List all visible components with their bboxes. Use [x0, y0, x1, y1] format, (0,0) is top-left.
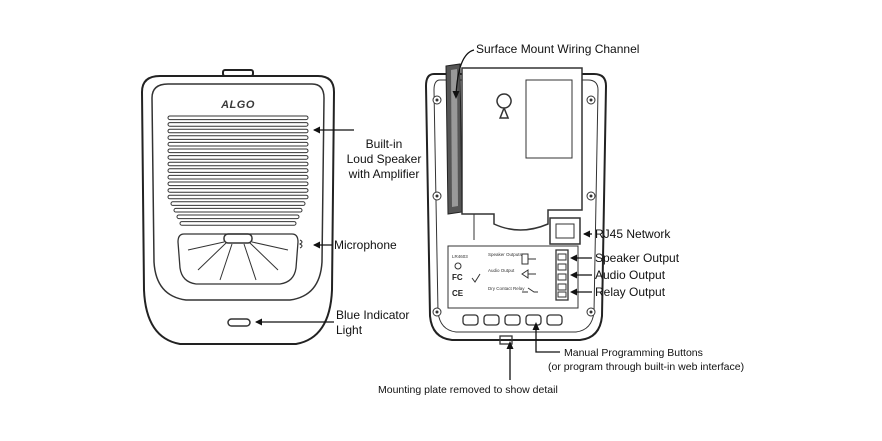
microphone-arrow-icon: [313, 241, 320, 249]
blue-indicator-light: [227, 318, 251, 327]
channel-arrow-icon: [452, 91, 460, 99]
microphone-port: [223, 233, 253, 244]
microphone-bowl: [177, 233, 299, 285]
relay-connector-icon: [522, 287, 538, 293]
grille-slot: [167, 115, 309, 121]
wiring-channel-highlight: [451, 69, 458, 207]
grille-slot: [170, 201, 306, 206]
grille-slot: [167, 148, 309, 154]
terminal-board: [447, 245, 579, 309]
terminal-blocks: [555, 249, 569, 301]
board-speaker-title: Speaker Outputs: [488, 252, 523, 257]
programming-buttons: [462, 314, 563, 326]
indicator-label-2: Light: [336, 323, 363, 337]
board-model: LR4603: [452, 254, 468, 259]
fcc-mark: FC: [452, 273, 463, 282]
rj45-arrow-icon: [583, 230, 590, 238]
audio-output-label: Audio Output: [595, 268, 666, 282]
grille-slot: [167, 181, 309, 187]
keyhole-mount: [496, 93, 512, 119]
surface-mount-label: Surface Mount Wiring Channel: [476, 42, 639, 56]
speaker-grille: [167, 115, 309, 226]
grille-slot: [179, 221, 297, 226]
microphone-rays: [187, 241, 289, 281]
speaker-arrow-icon: [313, 126, 320, 134]
algo-logo: ALGO: [220, 99, 255, 111]
speaker-connector-icon: [521, 253, 536, 265]
speaker-label-1: Built-in: [366, 137, 403, 151]
indicator-arrow-icon: [255, 318, 262, 326]
indicator-label-1: Blue Indicator: [336, 308, 409, 322]
front-housing: [140, 75, 336, 345]
buttons-label-2: (or program through built-in web interfa…: [548, 361, 744, 373]
back-rim: [433, 79, 599, 333]
grille-slot: [176, 214, 300, 220]
front-callouts: Built-in Loud Speaker with Amplifier Mic…: [255, 126, 422, 337]
board-relay-title: Dry Contact Relay: [488, 286, 525, 291]
front-view-device: ALGO: [140, 69, 336, 345]
board-audio-title: Audio Output: [488, 268, 515, 273]
plate-tab: [499, 335, 513, 345]
microphone-label: Microphone: [334, 238, 397, 252]
cert-logo-icon: [454, 262, 462, 270]
grille-slot: [167, 188, 309, 193]
grille-slot: [173, 207, 303, 213]
buttons-arrow-icon: [532, 322, 540, 330]
label-slot: [525, 79, 573, 159]
front-face: [151, 83, 325, 301]
relay-out-arrow-icon: [570, 288, 577, 296]
grille-slot: [167, 122, 309, 127]
relay-output-label: Relay Output: [595, 285, 666, 299]
ce-mark: CE: [452, 289, 464, 298]
grille-slot: [167, 155, 309, 160]
mounting-plate-outline: [461, 67, 583, 231]
grille-slot: [167, 194, 309, 200]
speaker-out-arrow-icon: [570, 254, 577, 262]
rj45-port: [555, 223, 575, 239]
grille-slot: [167, 128, 309, 134]
rj45-label: RJ45 Network: [595, 227, 671, 241]
speaker-label-3: with Amplifier: [348, 167, 420, 181]
grille-slot: [167, 161, 309, 167]
grille-slot: [167, 141, 309, 147]
buttons-leader: [535, 326, 560, 353]
back-callouts: Surface Mount Wiring Channel RJ45 Networ…: [378, 42, 744, 396]
channel-leader: [455, 49, 475, 97]
mounting-screws: [432, 95, 596, 317]
audio-out-arrow-icon: [570, 271, 577, 279]
speaker-output-label: Speaker Output: [595, 251, 680, 265]
grille-slot: [167, 168, 309, 173]
grille-slot: [167, 135, 309, 140]
back-view-device: LR4603 Speaker Outputs Audio Output Dry …: [424, 63, 608, 345]
audio-connector-icon: [521, 269, 536, 279]
buttons-label-1: Manual Programming Buttons: [564, 347, 703, 359]
plate-arrow-icon: [506, 341, 514, 349]
grille-slot: [167, 174, 309, 180]
rj45-jack: [549, 217, 581, 245]
cert-check-icon: [471, 273, 481, 283]
speaker-label-2: Loud Speaker: [347, 152, 422, 166]
mounting-plate-label: Mounting plate removed to show detail: [378, 384, 558, 396]
microphone-mark-icon: [298, 239, 303, 249]
